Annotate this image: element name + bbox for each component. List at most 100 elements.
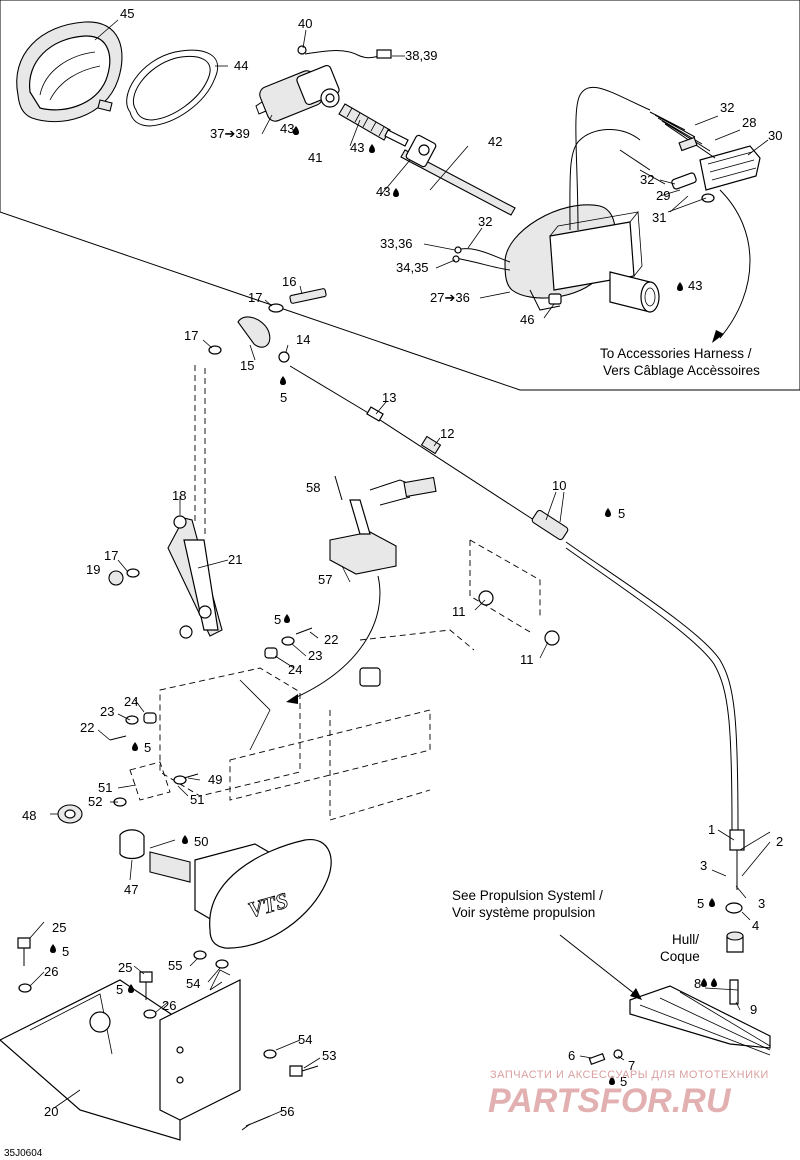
callout-18: 18 [172, 488, 186, 503]
callout-23a: 23 [308, 648, 322, 663]
callout-3a: 3 [700, 858, 707, 873]
callout-5g: 5 [116, 982, 123, 997]
main-bracket [159, 667, 431, 821]
callout-5f: 5 [62, 944, 69, 959]
callout-21: 21 [228, 552, 242, 567]
callout-5a: 5 [280, 390, 287, 405]
part-13-cable [289, 365, 745, 890]
callout-51a: 51 [98, 780, 112, 795]
callout-46: 46 [520, 312, 534, 327]
callout-45: 45 [120, 6, 134, 21]
callout-43b: 43 [350, 140, 364, 155]
part-57-switch [329, 475, 437, 575]
part-47-control: VTS [119, 829, 332, 949]
part-37-motor [255, 45, 392, 122]
callout-42: 42 [488, 134, 502, 149]
callout-57: 57 [318, 572, 332, 587]
callout-43c: 43 [376, 184, 390, 199]
callout-9: 9 [750, 1002, 757, 1017]
callout-43d: 43 [688, 278, 702, 293]
part-42-shaft [400, 134, 516, 216]
callout-5e: 5 [697, 896, 704, 911]
callout-56: 56 [280, 1104, 294, 1119]
callout-32c: 32 [478, 214, 492, 229]
callout-52: 52 [88, 794, 102, 809]
inset-frame [0, 0, 800, 391]
callout-37-39: 37➔39 [210, 126, 250, 141]
callout-55: 55 [168, 958, 182, 973]
callout-29: 29 [656, 188, 670, 203]
callout-11b: 11 [520, 652, 534, 667]
propulsion-note-2: Voir système propulsion [452, 905, 595, 920]
hull-note-1: Hull/ [672, 932, 699, 947]
callout-5h: 5 [620, 1074, 627, 1089]
harness-arrow [719, 189, 751, 339]
callout-13: 13 [382, 390, 396, 405]
part-20-bracket [0, 969, 241, 1141]
part-48-nut [57, 804, 83, 824]
callout-28: 28 [742, 115, 756, 130]
accessories-harness-note-2: Vers Câblage Accèssoires [603, 363, 760, 378]
callout-22a: 22 [324, 632, 338, 647]
propulsion-note-1: See Propulsion Systeml / [452, 888, 603, 903]
callout-33-36: 33,36 [380, 236, 413, 251]
callout-17b: 17 [184, 328, 198, 343]
callout-4: 4 [752, 918, 759, 933]
callout-53: 53 [322, 1048, 336, 1063]
callout-14: 14 [296, 332, 310, 347]
part-30-connector [619, 111, 761, 203]
accessories-harness-note-1: To Accessories Harness / [600, 346, 752, 361]
callout-31: 31 [652, 210, 666, 225]
part-44-gasket [126, 49, 218, 127]
mount-box [194, 365, 541, 651]
part-53-bolt [193, 950, 319, 1131]
callout-40: 40 [298, 16, 312, 31]
leader-lines [29, 19, 771, 1117]
callout-5d: 5 [144, 740, 151, 755]
hull-note-2: Coque [660, 949, 700, 964]
switch-arrow [289, 575, 381, 701]
part-45-housing [16, 21, 123, 123]
callout-17a: 17 [248, 290, 262, 305]
callout-1: 1 [708, 822, 715, 837]
callout-47: 47 [124, 882, 138, 897]
watermark-logo: PARTSFOR.RU [488, 1082, 732, 1120]
callout-10: 10 [552, 478, 566, 493]
callout-27-36: 27➔36 [430, 290, 470, 305]
part-25-bolt [17, 937, 157, 1019]
part-41-worm [338, 103, 409, 147]
callout-58: 58 [306, 480, 320, 495]
callout-15: 15 [240, 358, 254, 373]
part-49-bracket [113, 761, 199, 807]
callout-24a: 24 [288, 662, 302, 677]
callout-12: 12 [440, 426, 454, 441]
callout-54b: 54 [298, 1032, 312, 1047]
callout-17c: 17 [104, 548, 118, 563]
watermark-tagline: ЗАПЧАСТИ И АКСЕССУАРЫ ДЛЯ МОТОТЕХНИКИ [490, 1069, 769, 1081]
callout-labels: 45 44 40 38,39 37➔39 43 41 43 43 42 32 2… [22, 6, 783, 1119]
callout-7: 7 [628, 1058, 635, 1073]
callout-19: 19 [86, 562, 100, 577]
callout-22b: 22 [80, 720, 94, 735]
callout-34-35: 34,35 [396, 260, 429, 275]
callout-5c: 5 [274, 612, 281, 627]
callout-24b: 24 [124, 694, 138, 709]
callout-51b: 51 [190, 792, 204, 807]
callout-20: 20 [44, 1104, 58, 1119]
callout-38-39: 38,39 [405, 48, 438, 63]
callout-48: 48 [22, 808, 36, 823]
callout-32a: 32 [720, 100, 734, 115]
part-24-bushing [109, 627, 313, 741]
callout-26a: 26 [44, 964, 58, 979]
callout-3b: 3 [758, 896, 765, 911]
callout-2: 2 [776, 834, 783, 849]
lubricant-symbols [50, 126, 717, 1085]
callout-43a: 43 [280, 121, 294, 136]
diagram-code: 35J0604 [4, 1148, 43, 1159]
callout-49: 49 [208, 772, 222, 787]
callout-25b: 25 [118, 960, 132, 975]
callout-50: 50 [194, 834, 208, 849]
callout-41: 41 [308, 150, 322, 165]
callout-23b: 23 [100, 704, 114, 719]
